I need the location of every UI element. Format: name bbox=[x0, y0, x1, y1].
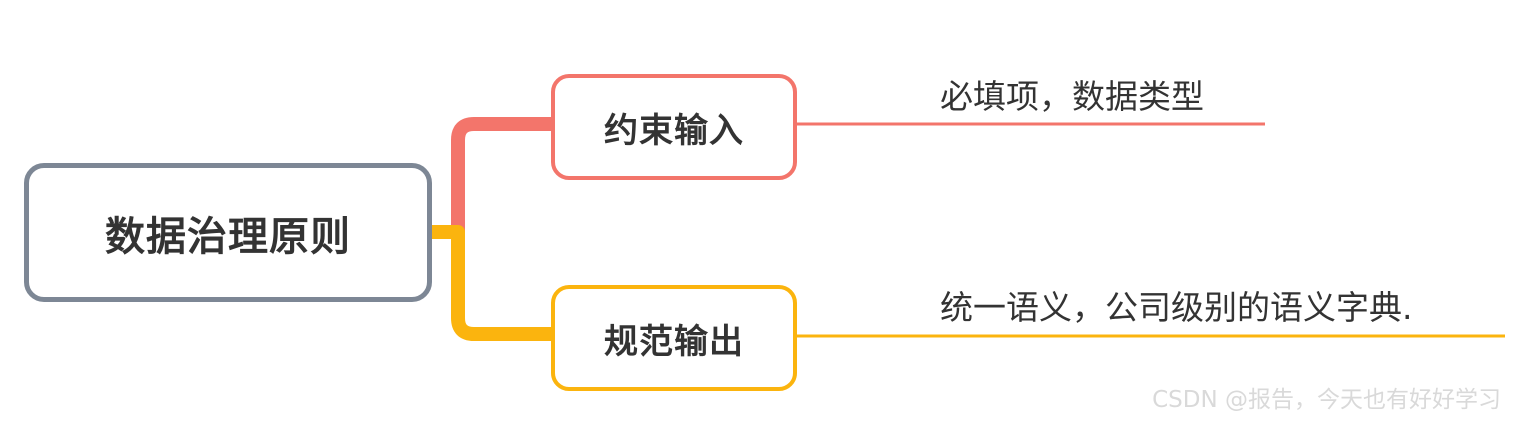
branch-node-constrain-input[interactable]: 约束输入 bbox=[551, 74, 797, 180]
root-node-label: 数据治理原则 bbox=[105, 213, 351, 260]
leaf-text-unified-semantics: 统一语义，公司级别的语义字典. bbox=[940, 288, 1413, 327]
root-node[interactable]: 数据治理原则 bbox=[24, 163, 432, 302]
watermark: CSDN @报告，今天也有好好学习 bbox=[1152, 387, 1501, 413]
branch-node-label: 规范输出 bbox=[604, 321, 744, 362]
leaf-text-required-types: 必填项，数据类型 bbox=[940, 77, 1204, 116]
branch-node-label: 约束输入 bbox=[604, 110, 744, 151]
connector-root-to-branch-2 bbox=[432, 225, 551, 341]
branch-node-standardize-output[interactable]: 规范输出 bbox=[551, 285, 797, 391]
connector-root-to-branch-1 bbox=[432, 117, 551, 239]
